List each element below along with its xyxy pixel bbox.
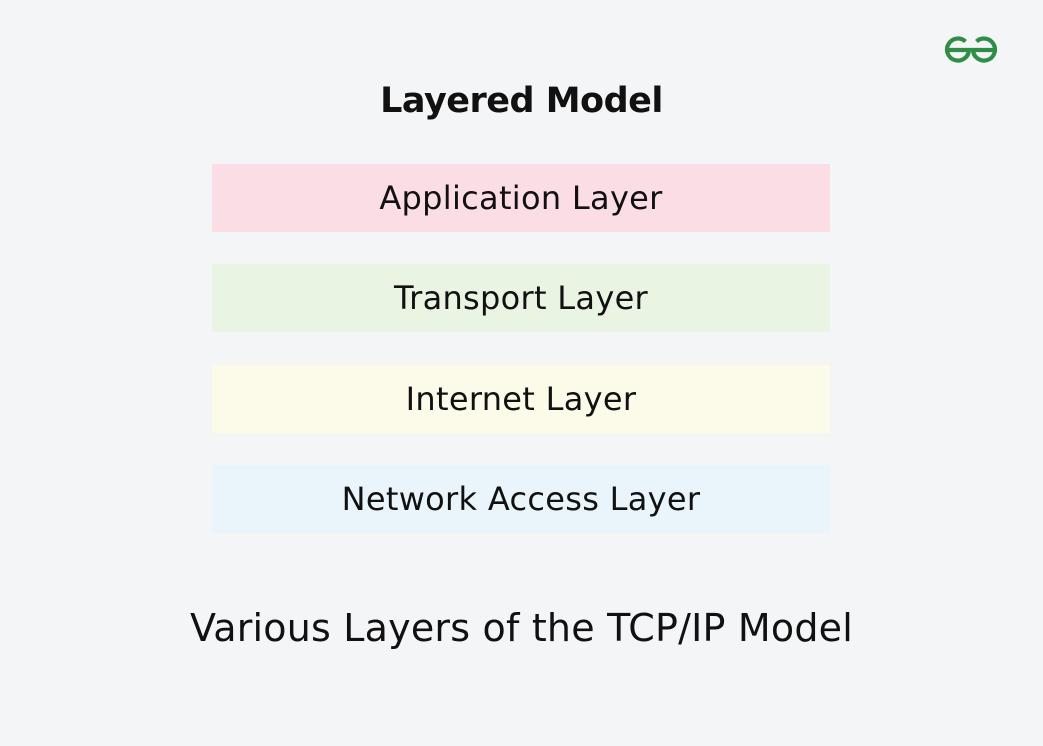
layer-label: Network Access Layer (341, 480, 701, 518)
layer-label: Application Layer (379, 179, 663, 217)
diagram-title: Layered Model (380, 81, 663, 121)
layer-label: Internet Layer (405, 380, 637, 418)
layer-internet: Internet Layer (212, 365, 830, 433)
layer-application: Application Layer (212, 164, 830, 232)
layer-label: Transport Layer (393, 279, 649, 317)
geeksforgeeks-logo-icon (944, 36, 998, 63)
layer-transport: Transport Layer (212, 264, 830, 332)
layer-network-access: Network Access Layer (212, 465, 830, 533)
figure-caption: Various Layers of the TCP/IP Model (189, 606, 854, 650)
